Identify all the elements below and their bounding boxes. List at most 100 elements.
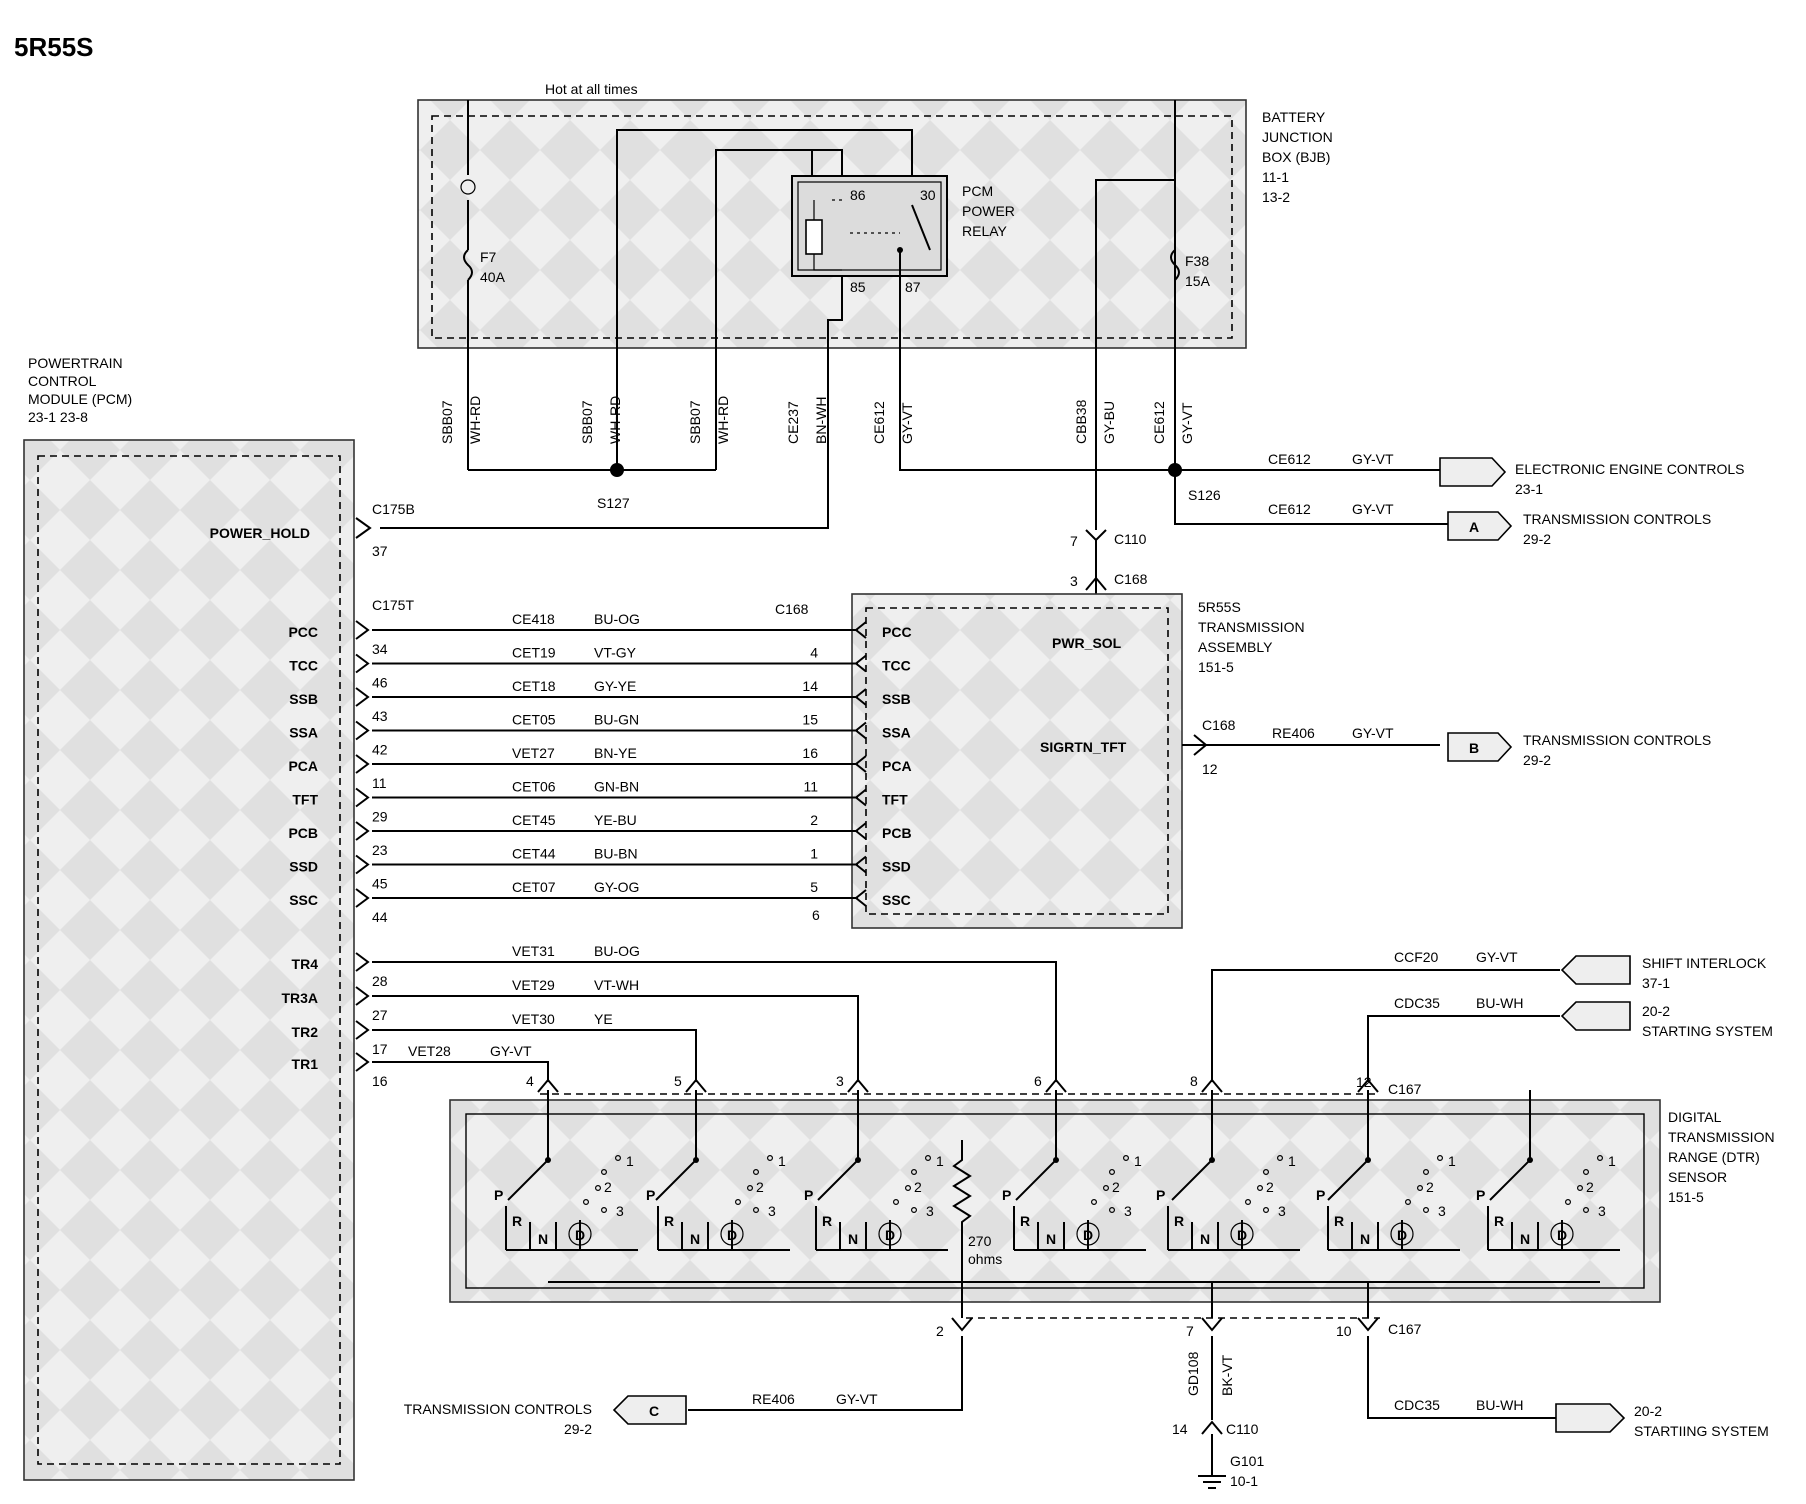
relay-label-2: POWER bbox=[962, 203, 1015, 219]
circuit-tr4: VET31 bbox=[512, 943, 555, 959]
dtr-1-label-3: 1 bbox=[1134, 1153, 1142, 1169]
color-pca: BN-YE bbox=[594, 745, 637, 761]
dtr-contacts-1 bbox=[657, 1206, 790, 1251]
dtr-1-label-5: 1 bbox=[1448, 1153, 1456, 1169]
c168-pin-ssd: 1 bbox=[810, 846, 818, 862]
c167-bottom-pin-2: 2 bbox=[936, 1323, 944, 1339]
sigrtn-tft-label: SIGRTN_TFT bbox=[1040, 739, 1127, 755]
bjb-label-1: BATTERY bbox=[1262, 109, 1326, 125]
trans-b-connector-icon bbox=[1447, 732, 1513, 762]
ground-symbol-icon bbox=[1198, 1475, 1226, 1489]
dtr-n-label-4: N bbox=[1200, 1231, 1210, 1247]
pcm-connector-icon-3 bbox=[355, 720, 370, 741]
starting-bottom-color: BU-WH bbox=[1476, 1397, 1523, 1413]
c168-pin-tcc: 4 bbox=[810, 645, 818, 661]
dtr-contacts-5 bbox=[1327, 1206, 1460, 1251]
color-ssa: BU-GN bbox=[594, 712, 639, 728]
dtr-position-dot-1-4 bbox=[752, 1206, 759, 1213]
dtr-d-label-4: D bbox=[1237, 1227, 1247, 1243]
relay-label-1: PCM bbox=[962, 183, 993, 199]
pcm-connector-icon-1 bbox=[355, 653, 370, 674]
dtr-pivot-0 bbox=[545, 1157, 551, 1163]
dtr-position-dot-2-4 bbox=[910, 1206, 917, 1213]
vwire-0-circuit: SBB07 bbox=[439, 400, 455, 444]
shift-interlock-connector-icon bbox=[1560, 955, 1631, 985]
starting-top-wire bbox=[1367, 1015, 1560, 1082]
pcm-ssd-label: SSD bbox=[289, 859, 318, 875]
pcm-pca-label: PCA bbox=[288, 758, 318, 774]
ground-circuit: GD108 bbox=[1185, 1351, 1201, 1396]
color-tr2: YE bbox=[594, 1011, 613, 1027]
dtr-position-dot-4-2 bbox=[1256, 1184, 1263, 1191]
dtr-connector-icon-2 bbox=[847, 1078, 869, 1093]
pcm-ssa-label: SSA bbox=[289, 725, 318, 741]
dtr-2-label-6: 2 bbox=[1586, 1179, 1594, 1195]
f7-rating: 40A bbox=[480, 269, 506, 285]
c168-connector-icon-8 bbox=[854, 889, 867, 907]
power-hold-connector: C175B bbox=[372, 501, 415, 517]
c167-dashed-link bbox=[540, 1093, 1380, 1319]
c168-top-name: C168 bbox=[1114, 571, 1148, 587]
dtr-pivot-3 bbox=[1053, 1157, 1059, 1163]
trans-b-color: GY-VT bbox=[1352, 725, 1394, 741]
dtr-d-label-6: D bbox=[1557, 1227, 1567, 1243]
color-tcc: VT-GY bbox=[594, 645, 637, 661]
c168-connector-icon-5 bbox=[854, 788, 867, 807]
color-tft: GN-BN bbox=[594, 779, 639, 795]
pcm-pin-pca: 11 bbox=[372, 775, 387, 791]
splice-s126-label: S126 bbox=[1188, 487, 1221, 503]
dtr-3-label-3: 3 bbox=[1124, 1203, 1132, 1219]
shift-interlock-ref: 37-1 bbox=[1642, 975, 1670, 991]
dtr-position-dot-6-1 bbox=[1582, 1168, 1589, 1175]
pcm-ssb-label: SSB bbox=[289, 691, 318, 707]
dtr-position-dot-3-3 bbox=[1090, 1198, 1097, 1205]
dtr-r-label-3: R bbox=[1020, 1213, 1030, 1229]
trans-ssb-label: SSB bbox=[882, 691, 911, 707]
dtr-position-dot-0-2 bbox=[594, 1184, 601, 1191]
dtr-contacts-6 bbox=[1487, 1206, 1620, 1251]
ground-ref: 10-1 bbox=[1230, 1473, 1258, 1489]
dtr-2-label-5: 2 bbox=[1426, 1179, 1434, 1195]
trans-assy-label-2: TRANSMISSION bbox=[1198, 619, 1305, 635]
relay-pin-87: 87 bbox=[905, 279, 921, 295]
starting-bottom-wire bbox=[1367, 1282, 1556, 1419]
dtr-p-label-3: P bbox=[1002, 1187, 1011, 1203]
pcm-ssc-label: SSC bbox=[289, 892, 318, 908]
tr-wire-0 bbox=[372, 961, 1057, 1082]
c175t-label: C175T bbox=[372, 597, 414, 613]
starting-top-circuit: CDC35 bbox=[1394, 995, 1440, 1011]
bjb-label-2: JUNCTION bbox=[1262, 129, 1333, 145]
pcm-pcc-label: PCC bbox=[288, 624, 318, 640]
vwire-1-color: WH-RD bbox=[607, 396, 623, 444]
pcm-box bbox=[23, 439, 355, 1481]
pcm-pin-ssb: 43 bbox=[372, 708, 388, 724]
trans-tcc-label: TCC bbox=[882, 658, 911, 674]
dtr-r-label-5: R bbox=[1334, 1213, 1344, 1229]
starting-bottom-circuit: CDC35 bbox=[1394, 1397, 1440, 1413]
c168-connector-icon-2 bbox=[854, 688, 867, 706]
dtr-p-label-0: P bbox=[494, 1187, 503, 1203]
pcm-tcc-label: TCC bbox=[289, 658, 318, 674]
c168-label: C168 bbox=[775, 601, 809, 617]
ground-name: G101 bbox=[1230, 1453, 1264, 1469]
dtr-contacts-2 bbox=[815, 1206, 948, 1251]
dtr-3-label-5: 3 bbox=[1438, 1203, 1446, 1219]
dtr-3-label-6: 3 bbox=[1598, 1203, 1606, 1219]
tr-connector-icon-3 bbox=[355, 1052, 370, 1072]
dtr-pivot-1 bbox=[693, 1157, 699, 1163]
trans-c-connector-icon bbox=[612, 1395, 687, 1425]
c168-pin-ssb: 14 bbox=[802, 678, 818, 694]
trans-a-circuit: CE612 bbox=[1268, 501, 1311, 517]
trans-assy-label-4: 151-5 bbox=[1198, 659, 1234, 675]
pcm-connector-icon-4 bbox=[355, 754, 370, 774]
pcm-connector-icon-7 bbox=[355, 854, 370, 875]
power-hold-pin: 37 bbox=[372, 543, 388, 559]
trans-a-color: GY-VT bbox=[1352, 501, 1394, 517]
bjb-label-4: 11-1 bbox=[1262, 169, 1289, 185]
dtr-d-label-1: D bbox=[727, 1227, 737, 1243]
dtr-label-2: TRANSMISSION bbox=[1668, 1129, 1775, 1145]
pcm-pcb-label: PCB bbox=[288, 825, 318, 841]
dtr-p-label-1: P bbox=[646, 1187, 655, 1203]
color-ssb: GY-YE bbox=[594, 678, 636, 694]
relay-pin-85: 85 bbox=[850, 279, 866, 295]
